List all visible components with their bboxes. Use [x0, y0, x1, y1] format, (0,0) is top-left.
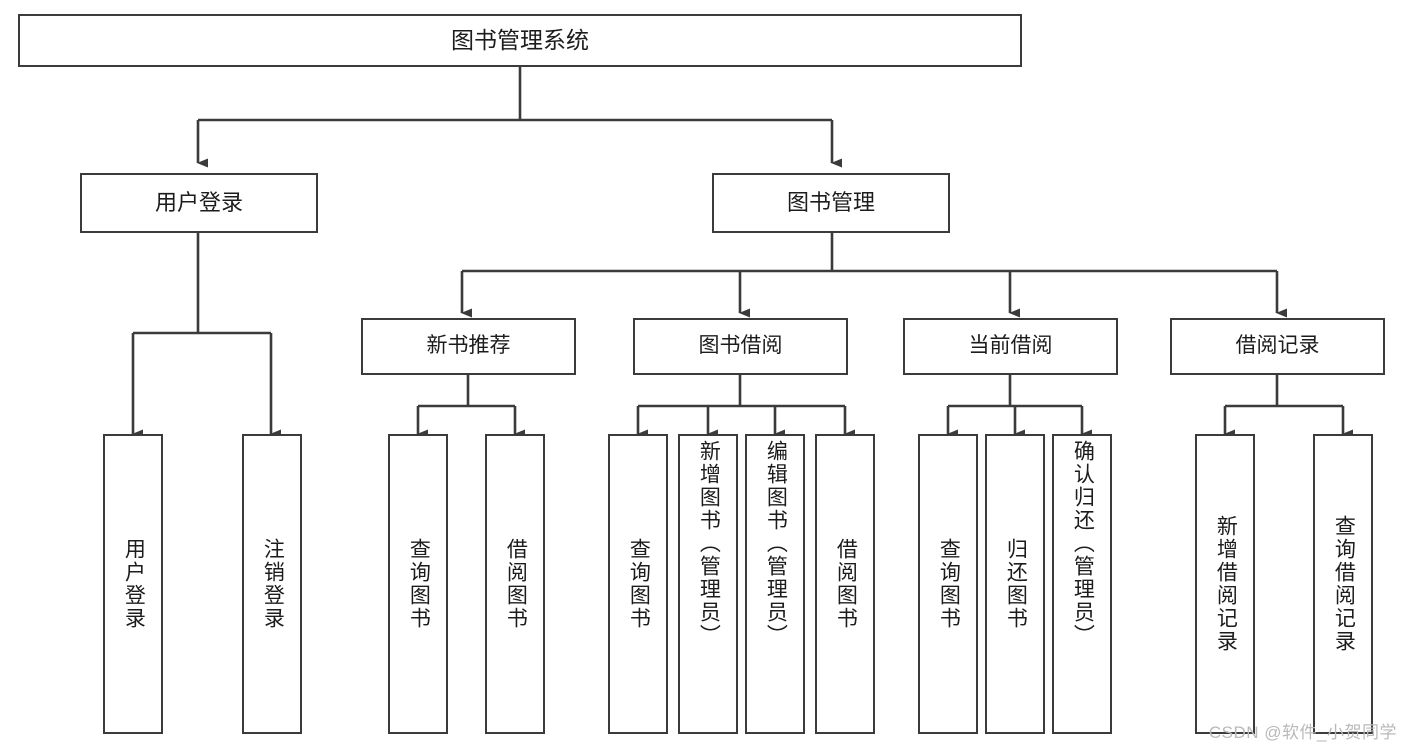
node-leaf-query-book-3[interactable]: 查询图书	[918, 434, 978, 734]
node-leaf-borrow-book-1[interactable]: 借阅图书	[485, 434, 545, 734]
node-label: 借阅图书	[504, 538, 528, 630]
node-current-borrow[interactable]: 当前借阅	[903, 318, 1118, 375]
node-label: 确认归还（管理员）	[1071, 440, 1095, 647]
node-label: 当前借阅	[968, 334, 1053, 358]
node-label: 注销登录	[261, 538, 285, 630]
node-label: 新增借阅记录	[1214, 515, 1238, 653]
node-leaf-borrow-book-2[interactable]: 借阅图书	[815, 434, 875, 734]
node-leaf-query-book-2[interactable]: 查询图书	[608, 434, 668, 734]
node-label: 用户登录	[122, 538, 146, 630]
node-leaf-user-login[interactable]: 用户登录	[103, 434, 163, 734]
node-root-system[interactable]: 图书管理系统	[18, 14, 1022, 67]
node-label: 查询图书	[407, 538, 431, 630]
node-label: 借阅记录	[1235, 334, 1320, 358]
node-leaf-query-book-1[interactable]: 查询图书	[388, 434, 448, 734]
node-label: 用户登录	[154, 190, 243, 216]
node-label: 新增图书（管理员）	[697, 440, 721, 647]
node-leaf-add-record[interactable]: 新增借阅记录	[1195, 434, 1255, 734]
node-leaf-return-book[interactable]: 归还图书	[985, 434, 1045, 734]
node-label: 查询图书	[627, 538, 651, 630]
node-new-book-recommend[interactable]: 新书推荐	[361, 318, 576, 375]
node-user-login[interactable]: 用户登录	[80, 173, 318, 233]
node-label: 编辑图书（管理员）	[764, 440, 788, 647]
node-label: 新书推荐	[426, 334, 511, 358]
node-label: 借阅图书	[834, 538, 858, 630]
node-label: 归还图书	[1004, 538, 1028, 630]
node-book-borrow[interactable]: 图书借阅	[633, 318, 848, 375]
node-label: 图书管理	[786, 190, 875, 216]
csdn-watermark: CSDN @软件_小贺同学	[1208, 723, 1397, 742]
node-leaf-query-record[interactable]: 查询借阅记录	[1313, 434, 1373, 734]
node-label: 查询图书	[937, 538, 961, 630]
node-label: 查询借阅记录	[1332, 515, 1356, 653]
node-book-management[interactable]: 图书管理	[712, 173, 950, 233]
node-leaf-edit-book[interactable]: 编辑图书（管理员）	[745, 434, 805, 734]
node-leaf-confirm-return[interactable]: 确认归还（管理员）	[1052, 434, 1112, 734]
node-leaf-add-book[interactable]: 新增图书（管理员）	[678, 434, 738, 734]
node-label: 图书管理系统	[451, 26, 589, 53]
node-borrow-record[interactable]: 借阅记录	[1170, 318, 1385, 375]
node-leaf-logout[interactable]: 注销登录	[242, 434, 302, 734]
node-label: 图书借阅	[698, 334, 783, 358]
